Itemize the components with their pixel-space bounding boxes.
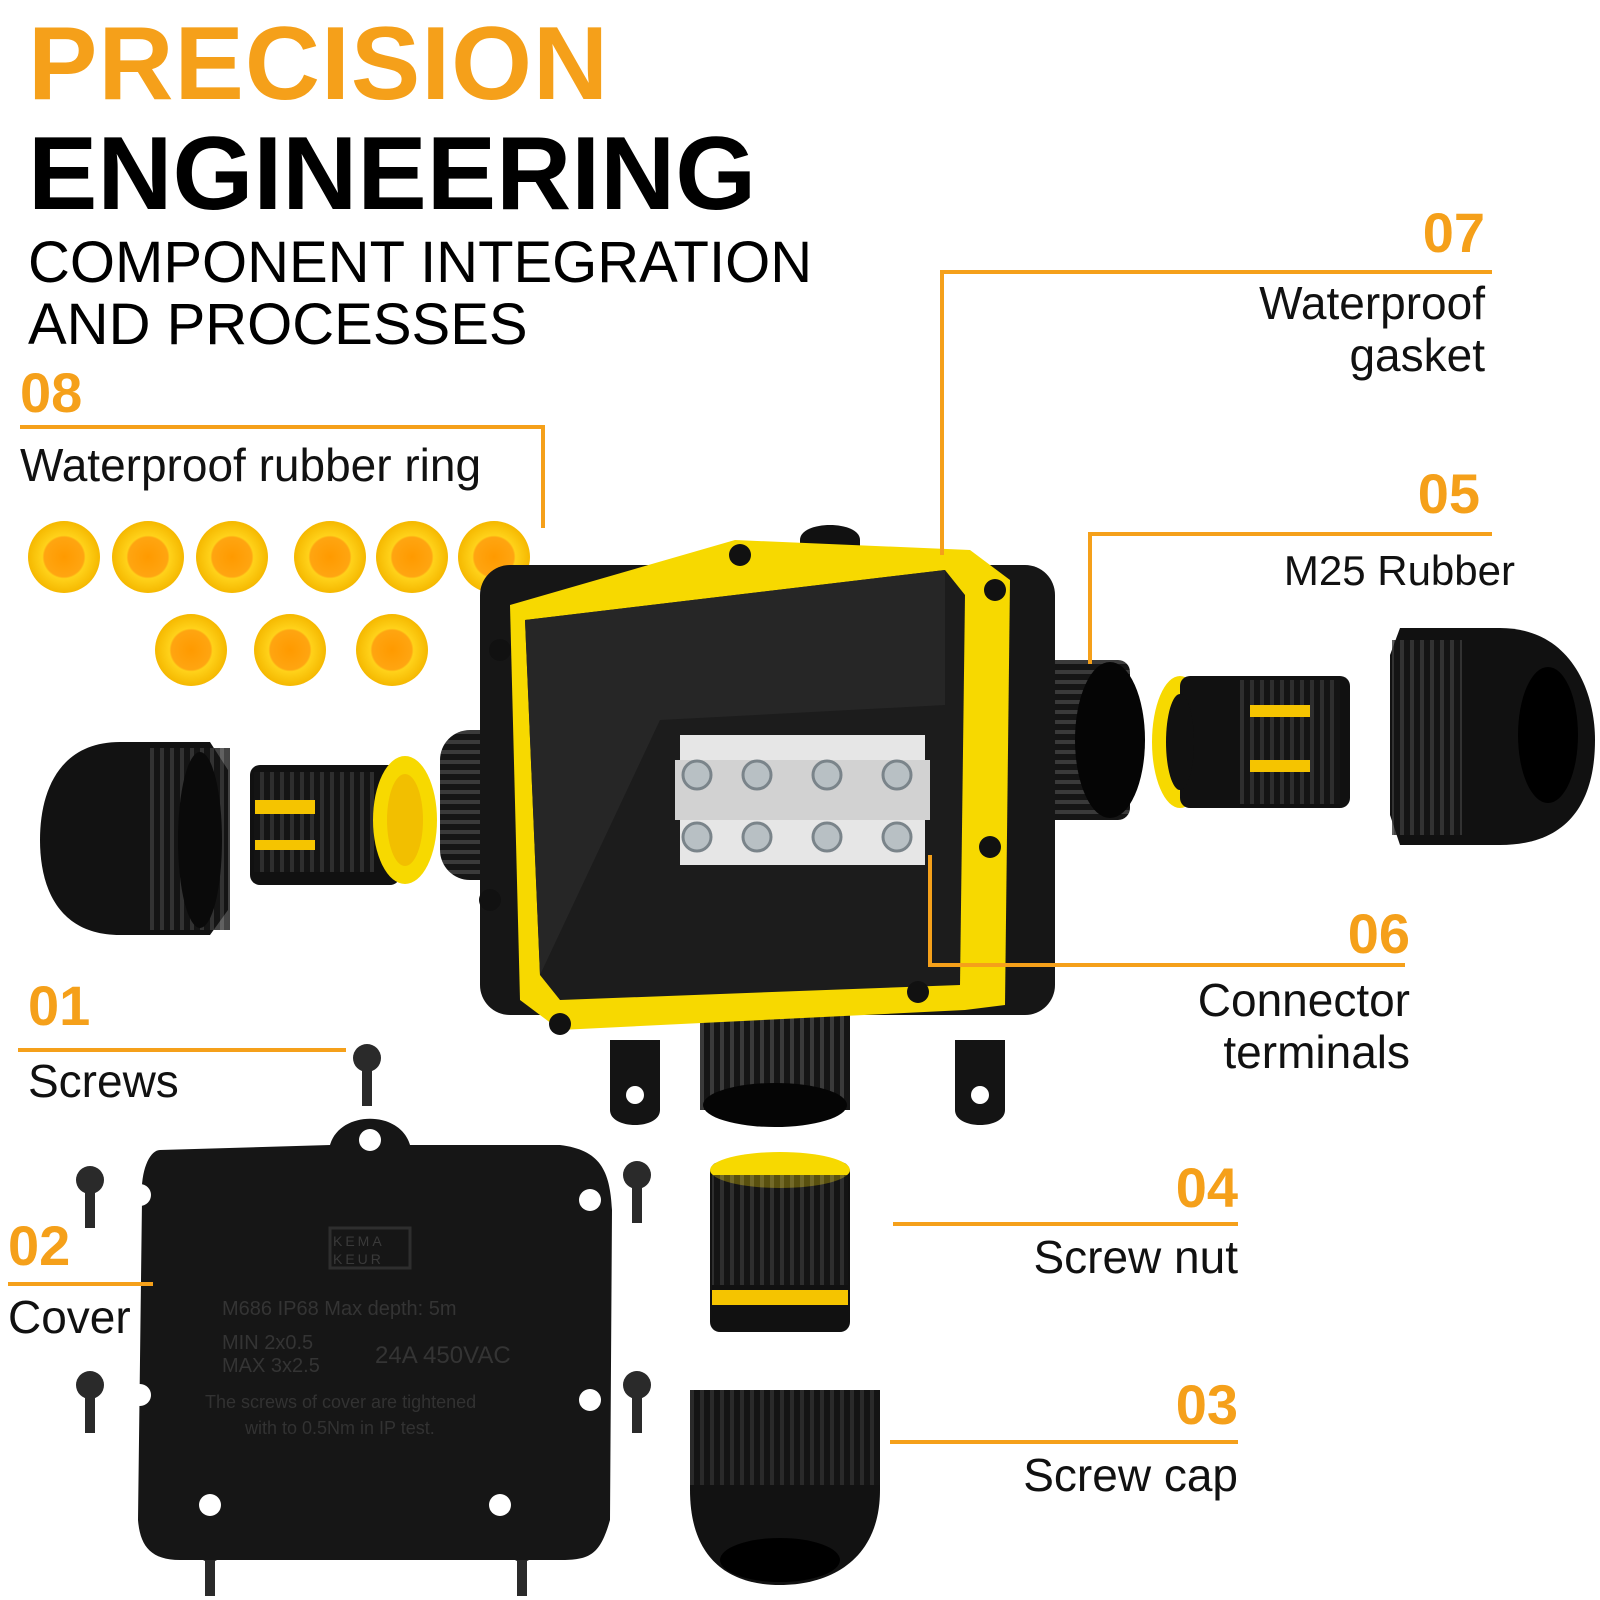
right-screw-nut: [1152, 676, 1350, 808]
callout-line-04: [893, 1222, 1238, 1226]
callout-label-08: Waterproof rubber ring: [20, 439, 482, 491]
left-screw-nut: [250, 756, 437, 885]
cover-rating: 24A 450VAC: [375, 1342, 511, 1369]
rubber-ring: [254, 614, 326, 686]
callout-number-04: 04: [1175, 1156, 1238, 1219]
callout-line-05-vertical: [1088, 532, 1092, 664]
cover-brand-mark: KEMA KEUR: [333, 1233, 384, 1268]
screw-cap-03: [690, 1390, 880, 1585]
callout-label-01: Screws: [28, 1055, 179, 1107]
callout-number-06: 06: [1347, 902, 1410, 965]
callout-label-07-line1: Waterproof: [1259, 277, 1485, 329]
subtitle-line-1: COMPONENT INTEGRATION: [28, 230, 813, 295]
callout-line-01: [18, 1048, 346, 1052]
callout-number-02: 02: [8, 1214, 71, 1277]
callout-number-07: 07: [1422, 201, 1485, 264]
screw: [76, 1371, 104, 1433]
left-screw-cap: [40, 742, 230, 935]
callout-label-02: Cover: [8, 1291, 131, 1343]
cover-marking-line5: with to 0.5Nm in IP test.: [245, 1418, 435, 1438]
rubber-ring: [28, 521, 100, 593]
screw: [353, 1044, 381, 1106]
cover-marking-line3: MAX 3x2.5: [222, 1355, 320, 1377]
rubber-ring: [196, 521, 268, 593]
callout-line-07-vertical: [940, 270, 944, 555]
headline-precision: PRECISION: [28, 6, 610, 122]
callout-line-08: [20, 425, 545, 429]
headline-engineering: ENGINEERING: [28, 116, 757, 232]
rubber-ring: [112, 521, 184, 593]
screw-nut-04: [710, 1152, 850, 1332]
callout-label-07-line2: gasket: [1349, 329, 1485, 381]
callout-label-06-line2: terminals: [1223, 1026, 1410, 1078]
rubber-ring: [155, 614, 227, 686]
screw: [623, 1371, 651, 1433]
screw: [623, 1161, 651, 1223]
cover-marking-line2: MIN 2x0.5: [222, 1332, 314, 1354]
callout-line-08-vertical: [541, 425, 545, 528]
callout-number-03: 03: [1175, 1373, 1238, 1436]
right-screw-cap: [1390, 628, 1595, 845]
callout-number-01: 01: [28, 974, 91, 1037]
callout-number-05: 05: [1417, 462, 1480, 525]
cover-marking-line1: M686 IP68 Max depth: 5m: [222, 1298, 457, 1320]
callout-label-03: Screw cap: [1023, 1449, 1238, 1501]
rubber-ring: [356, 614, 428, 686]
callout-line-05: [1088, 532, 1492, 536]
rubber-ring: [376, 521, 448, 593]
callout-label-06-line1: Connector: [1197, 974, 1410, 1026]
callout-line-07: [940, 270, 1492, 274]
cover-plate: [129, 1118, 612, 1560]
rubber-ring: [294, 521, 366, 593]
callout-label-05: M25 Rubber: [1283, 547, 1515, 594]
callout-number-08: 08: [20, 361, 83, 424]
terminal-block: [675, 735, 930, 865]
screw: [76, 1166, 104, 1228]
callout-line-03: [890, 1440, 1238, 1444]
callout-line-02: [8, 1282, 153, 1286]
callout-label-04: Screw nut: [1033, 1231, 1238, 1283]
rubber-rings: [28, 521, 530, 686]
cover-marking-line4: The screws of cover are tightened: [205, 1392, 477, 1412]
callout-line-06-vertical: [928, 855, 932, 967]
subtitle-line-2: AND PROCESSES: [28, 292, 528, 357]
callout-line-06: [928, 963, 1405, 967]
